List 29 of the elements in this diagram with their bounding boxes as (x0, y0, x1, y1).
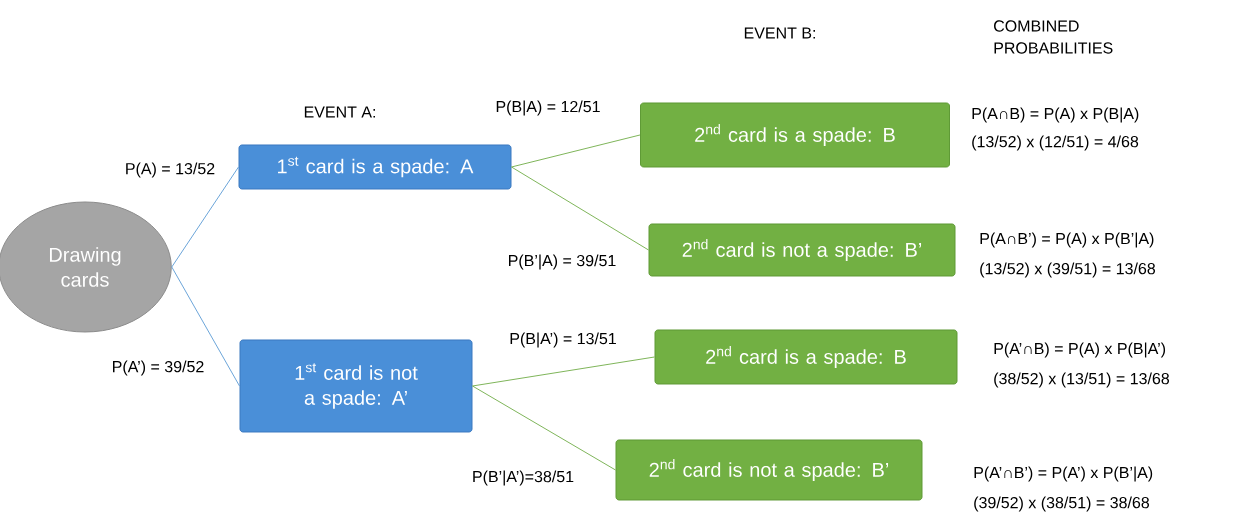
event-box: 2$^{nd}$ card is not a spade: B’ (648, 223, 956, 277)
event-box: 1$^{st}$ card is not a spade: A’ (239, 339, 473, 433)
edge-label: P(B|A) = 12/51 (494, 99, 602, 117)
text-label: EVENT A: (304, 106, 375, 118)
text-label: P(A∩B) = P(A) x P(B|A) (972, 107, 1139, 123)
text-label: (13/52) x (39/51) = 13/68 (980, 262, 1156, 278)
branch-line (472, 385, 616, 471)
text-label: (38/52) x (13/51) = 13/68 (994, 372, 1170, 388)
branch-line (171, 166, 239, 268)
event-box: 2$^{nd}$ card is a spade: B (654, 329, 958, 385)
text-label: EVENT B: (744, 27, 815, 39)
text-label: COMBINED PROBABILITIES (994, 20, 1113, 54)
text-label: P(A’∩B) = P(A) x P(B|A’) (994, 342, 1166, 358)
text-label: P(A’∩B’) = P(A’) x P(B’|A) (974, 466, 1153, 482)
edge-label: P(B’|A) = 39/51 (506, 253, 618, 271)
event-box: 1$^{st}$ card is a spade: A (238, 144, 512, 190)
event-box: 2$^{nd}$ card is not a spade: B’ (615, 439, 923, 501)
branch-line (171, 266, 240, 387)
edge-label: P(B’|A’)=38/51 (470, 469, 576, 487)
text-label: (39/52) x (38/51) = 38/68 (974, 496, 1150, 512)
branch-line (511, 134, 641, 168)
edge-label: P(A) = 13/52 (123, 161, 217, 179)
edge-label: P(B|A’) = 13/51 (508, 331, 618, 349)
branch-line (472, 356, 655, 387)
event-box: 2$^{nd}$ card is a spade: B (640, 102, 950, 168)
branch-line (511, 166, 649, 251)
text-label: P(A∩B’) = P(A) x P(B’|A) (980, 232, 1154, 248)
edge-label: P(A’) = 39/52 (110, 359, 206, 377)
text-label: (13/52) x (12/51) = 4/68 (972, 135, 1139, 151)
